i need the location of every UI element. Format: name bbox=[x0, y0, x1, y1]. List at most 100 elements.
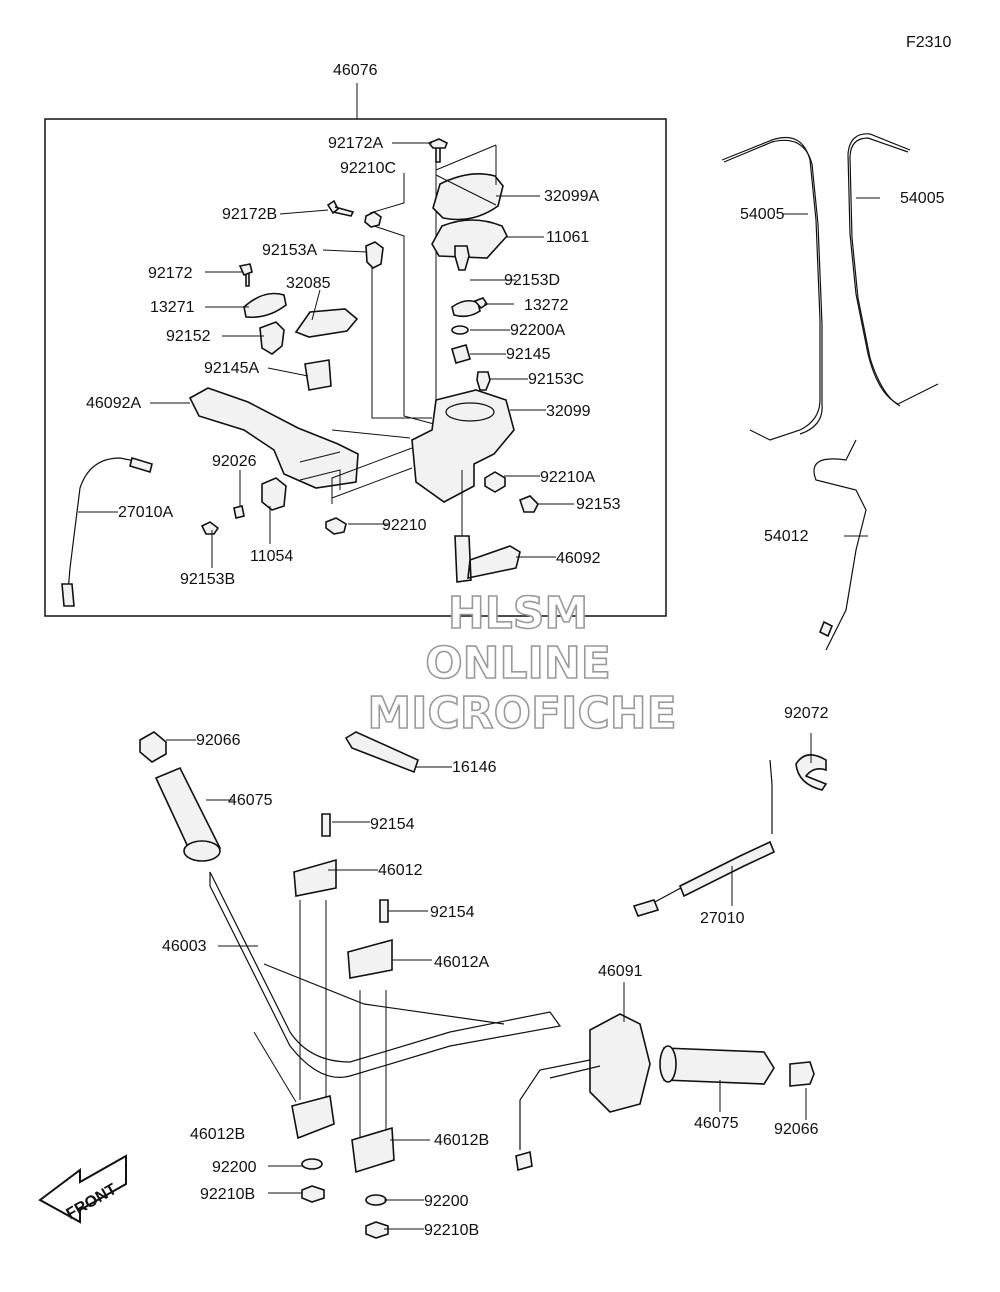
callout: 92152 bbox=[166, 328, 211, 345]
switch-46091 bbox=[589, 1013, 651, 1113]
holder-46012b-left bbox=[291, 1094, 335, 1140]
cover-32099a bbox=[432, 173, 504, 221]
bolt-92153c bbox=[476, 371, 491, 391]
holder-46012b-right bbox=[351, 1126, 395, 1174]
weight-92066-left bbox=[139, 731, 167, 763]
callout: 92153 bbox=[576, 496, 621, 513]
callout: 92066 bbox=[774, 1121, 819, 1138]
callout: 46075 bbox=[228, 792, 273, 809]
callout: 92153A bbox=[262, 242, 317, 259]
callout: 92026 bbox=[212, 453, 257, 470]
cable-parts bbox=[721, 133, 939, 651]
callout: 92210 bbox=[382, 517, 427, 534]
nut-92210a bbox=[484, 471, 506, 493]
callout: 92172 bbox=[148, 265, 193, 282]
washer-92200a bbox=[451, 325, 469, 335]
callout: 13272 bbox=[524, 297, 569, 314]
callout: 54005 bbox=[740, 206, 785, 223]
handlebar-46003 bbox=[209, 871, 562, 1078]
callout: 92210B bbox=[424, 1222, 479, 1239]
cable-54005-left bbox=[721, 136, 821, 441]
spring-92145 bbox=[451, 344, 471, 364]
callout: 54012 bbox=[764, 528, 809, 545]
figure-code: F2310 bbox=[906, 34, 951, 51]
washer-92200-left bbox=[301, 1158, 323, 1170]
callout: 92210A bbox=[540, 469, 595, 486]
callout: 46012A bbox=[434, 954, 489, 971]
callout: 46092 bbox=[556, 550, 601, 567]
screw-92172 bbox=[238, 263, 253, 287]
callout: 92066 bbox=[196, 732, 241, 749]
callout: 92153D bbox=[504, 272, 560, 289]
throttle-46092 bbox=[454, 535, 521, 583]
cable-27010 bbox=[639, 759, 773, 911]
callout: 46012B bbox=[434, 1132, 489, 1149]
callout-labels: 92172A 92210C 32099A 92172B 11061 92153A… bbox=[86, 135, 945, 1239]
weight-92066-right bbox=[789, 1061, 815, 1087]
callout: 92145A bbox=[204, 360, 259, 377]
screw-92172b bbox=[326, 199, 355, 217]
bolt-92154-upper bbox=[321, 813, 331, 837]
cable-54005-right bbox=[847, 133, 939, 405]
callout: 92200A bbox=[510, 322, 565, 339]
callout: 27010 bbox=[700, 910, 745, 927]
callout: 46075 bbox=[694, 1115, 739, 1132]
watermark-line-3: MICROFICHE bbox=[367, 688, 676, 739]
callout: 92153C bbox=[528, 371, 584, 388]
callout: 13271 bbox=[150, 299, 195, 316]
watermark: HLSM ONLINE MICROFICHE bbox=[367, 587, 678, 740]
lever-46092a bbox=[188, 387, 359, 489]
callout: 92153B bbox=[180, 571, 235, 588]
callout: 46092A bbox=[86, 395, 141, 412]
callout: 32099 bbox=[546, 403, 591, 420]
plate-13272 bbox=[451, 299, 481, 318]
callout: 92172A bbox=[328, 135, 383, 152]
assembly-46076: 46076 bbox=[44, 62, 667, 617]
pad-16146 bbox=[344, 731, 419, 774]
callout: 92200 bbox=[424, 1193, 469, 1210]
collar-92026 bbox=[233, 505, 245, 519]
nut-92210b-left bbox=[301, 1185, 325, 1203]
nut-92210 bbox=[325, 517, 347, 535]
watermark-line-1: HLSM bbox=[448, 588, 588, 639]
bolt-92153b bbox=[200, 521, 220, 535]
bolt-92153 bbox=[519, 495, 539, 513]
watermark-line-2: ONLINE bbox=[425, 638, 611, 689]
callout: 46012B bbox=[190, 1126, 245, 1143]
callout: 92210B bbox=[200, 1186, 255, 1203]
grip-46075-right bbox=[663, 1047, 775, 1085]
bolt-92153a bbox=[365, 241, 384, 269]
pivot-92152 bbox=[259, 321, 285, 355]
holder-46012a bbox=[347, 938, 393, 979]
upper-assembly-parts bbox=[61, 138, 539, 607]
callout: 92172B bbox=[222, 206, 277, 223]
callout: 46012 bbox=[378, 862, 423, 879]
callout: 92200 bbox=[212, 1159, 257, 1176]
callout: 11061 bbox=[546, 229, 589, 246]
callout: 92210C bbox=[340, 160, 396, 177]
callout: 46091 bbox=[598, 963, 643, 980]
front-arrow: FRONT bbox=[38, 1154, 127, 1224]
nut-92210b-right bbox=[365, 1221, 389, 1239]
screw-92172a bbox=[427, 138, 449, 163]
cable-27010a bbox=[67, 457, 151, 593]
assembly-label: 46076 bbox=[333, 62, 378, 79]
bracket-32085 bbox=[294, 308, 359, 338]
callout: 11054 bbox=[250, 548, 293, 565]
holder-46012 bbox=[293, 858, 337, 897]
gasket-11061 bbox=[431, 219, 508, 259]
callout: 92072 bbox=[784, 705, 829, 722]
callout: 54005 bbox=[900, 190, 945, 207]
washer-92200-right bbox=[365, 1194, 387, 1206]
callout: 27010A bbox=[118, 504, 173, 521]
callout: 92145 bbox=[506, 346, 551, 363]
callout: 92154 bbox=[430, 904, 475, 921]
callout: 32085 bbox=[286, 275, 331, 292]
bracket-11054 bbox=[261, 477, 287, 511]
clamp-92072 bbox=[795, 754, 828, 791]
plate-13271 bbox=[243, 292, 287, 319]
leader-lines bbox=[78, 142, 880, 1230]
callout: 32099A bbox=[544, 188, 599, 205]
nut-92210c bbox=[364, 211, 382, 228]
